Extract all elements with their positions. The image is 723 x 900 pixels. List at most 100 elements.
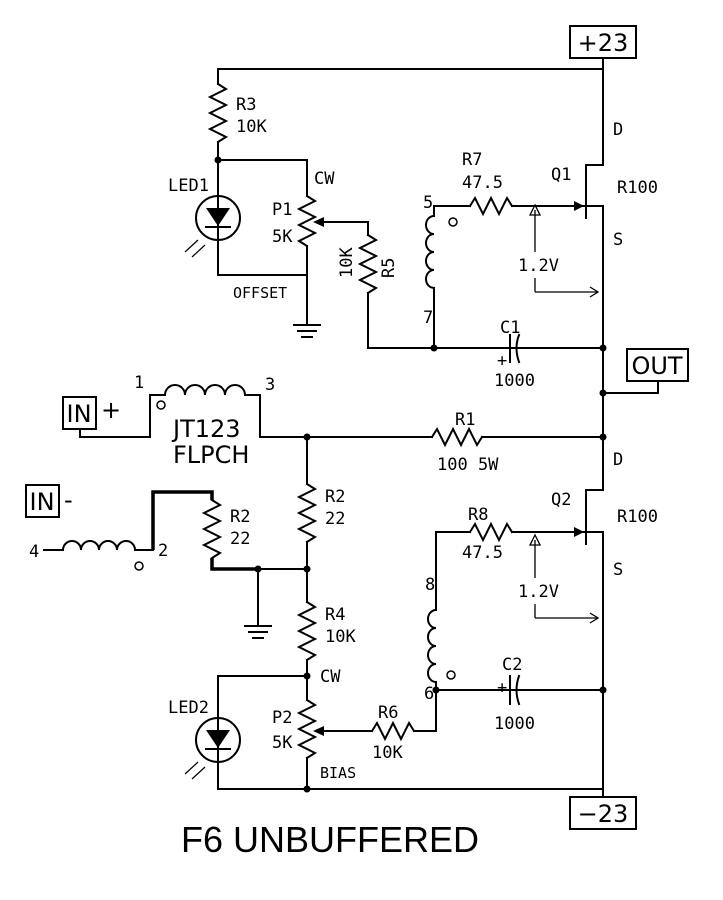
bottom-coil xyxy=(427,608,438,684)
r8-resistor xyxy=(468,521,514,543)
wire xyxy=(79,394,166,438)
q2-source: S xyxy=(613,560,623,580)
r2b-ref: R2 xyxy=(230,507,250,527)
r2b-resistor xyxy=(201,498,223,560)
p2-cw: CW xyxy=(320,667,341,687)
q2-ref: Q2 xyxy=(551,490,571,510)
q2-part: R100 xyxy=(617,507,658,527)
r4-value: 10K xyxy=(325,627,356,647)
r5-resistor xyxy=(357,233,379,295)
out-terminal xyxy=(626,348,689,382)
led2-body xyxy=(195,717,241,763)
transformer-type: FLPCH xyxy=(173,441,249,469)
p1-potentiometer xyxy=(296,194,318,248)
p1-wiper-arrow-icon xyxy=(313,217,324,227)
q1-ref: Q1 xyxy=(551,165,571,185)
node xyxy=(430,344,438,352)
r3-resistor xyxy=(207,82,229,144)
top-coil xyxy=(425,214,436,290)
element xyxy=(191,766,206,780)
vminus-terminal xyxy=(569,796,637,830)
element xyxy=(151,490,214,550)
voltage-arrow-right-icon xyxy=(589,286,600,298)
r4-resistor xyxy=(296,600,318,662)
p1-cw: CW xyxy=(314,169,335,189)
r6-value: 10K xyxy=(372,743,403,763)
q1-part: R100 xyxy=(617,178,658,198)
p2-func: BIAS xyxy=(320,764,356,782)
jt123-primary-coil xyxy=(163,384,247,397)
voltage-label-2: 1.2V xyxy=(518,582,559,602)
jt-pin-3: 3 xyxy=(265,375,275,395)
voltage-arrow-icon xyxy=(528,203,542,216)
r7-resistor xyxy=(468,195,514,217)
p1-value: 5K xyxy=(272,227,293,247)
transformer-name: JT123 xyxy=(171,415,241,443)
r5-ref: R5 xyxy=(379,258,399,278)
coil-phase-dot xyxy=(448,217,458,227)
element xyxy=(210,558,258,571)
diagram-title: F6 UNBUFFERED xyxy=(181,819,479,860)
c2-value: 1000 xyxy=(494,714,535,734)
led2-diode-icon xyxy=(206,730,230,748)
coil-phase-dot xyxy=(446,670,456,680)
q1-source: S xyxy=(613,230,623,250)
in-neg-label: IN xyxy=(29,488,54,516)
jt-pin-4: 4 xyxy=(29,542,39,562)
r6-resistor xyxy=(370,720,416,742)
coil-pin-8: 8 xyxy=(425,575,435,595)
led1-light-arrow-icon xyxy=(184,239,199,253)
q2-drain: D xyxy=(613,450,623,470)
r4-ref: R4 xyxy=(325,605,345,625)
coil-pin-5: 5 xyxy=(423,193,433,213)
out-label: OUT xyxy=(631,352,682,380)
voltage-arrow-icon xyxy=(528,533,542,546)
voltage-arrow-right-icon xyxy=(589,612,600,624)
element xyxy=(515,333,521,364)
coil-phase-dot xyxy=(134,561,144,571)
p1-func: OFFSET xyxy=(233,284,287,302)
voltage-label-1: 1.2V xyxy=(518,256,559,276)
led1-ref: LED1 xyxy=(168,176,209,196)
vminus-label: −23 xyxy=(578,800,629,828)
led2-ref: LED2 xyxy=(168,698,209,718)
element xyxy=(515,674,521,706)
element xyxy=(191,244,206,258)
r2-value: 22 xyxy=(325,509,345,529)
r2-ref: R2 xyxy=(325,487,345,507)
r8-ref: R8 xyxy=(468,505,488,525)
in-neg-terminal xyxy=(25,484,60,518)
in-pos-sign: + xyxy=(101,396,121,424)
coil-pin-6: 6 xyxy=(424,684,434,704)
q1-drain: D xyxy=(613,120,623,140)
r5-value: 10K xyxy=(337,247,357,278)
jt123-secondary-coil xyxy=(61,540,137,552)
in-pos-label: IN xyxy=(66,400,91,428)
jt-pin-1: 1 xyxy=(134,373,144,393)
coil-phase-dot xyxy=(156,400,166,410)
r7-value: 47.5 xyxy=(462,173,503,193)
node xyxy=(303,785,311,793)
r6-ref: R6 xyxy=(378,703,398,723)
r3-ref: R3 xyxy=(236,95,256,115)
p2-value: 5K xyxy=(272,733,293,753)
p2-ref: P2 xyxy=(272,708,292,728)
r2b-value: 22 xyxy=(230,529,250,549)
c1-value: 1000 xyxy=(494,371,535,391)
vplus-label: +23 xyxy=(578,29,629,57)
jt-pin-2: 2 xyxy=(158,541,168,561)
r1-value: 100 5W xyxy=(437,455,499,475)
r1-resistor xyxy=(430,426,484,448)
p1-ref: P1 xyxy=(272,200,292,220)
led2-light-arrow-icon xyxy=(184,761,199,775)
in-neg-sign: - xyxy=(64,486,73,514)
q2-gate-arrow-icon xyxy=(574,527,584,537)
c1-ref: C1 xyxy=(500,318,520,338)
p2-potentiometer xyxy=(296,698,318,760)
r2-resistor xyxy=(296,482,318,544)
vplus-terminal xyxy=(569,25,637,59)
r3-value: 10K xyxy=(236,117,267,137)
r7-ref: R7 xyxy=(462,150,482,170)
